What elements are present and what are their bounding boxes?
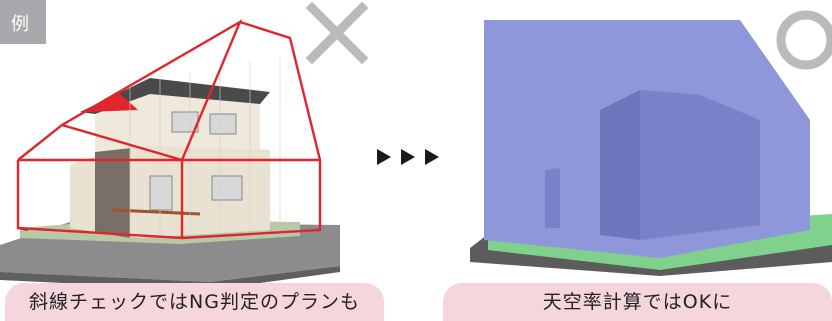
house-roof	[80, 78, 270, 114]
example-tag: 例	[0, 0, 46, 44]
window	[149, 175, 173, 211]
violation-area	[86, 92, 138, 112]
arrow-icon	[377, 149, 391, 165]
arrow-icon	[401, 149, 415, 165]
slant-line-envelope	[16, 19, 322, 240]
circle-icon	[776, 10, 832, 70]
arrows-icon	[377, 149, 439, 165]
window	[211, 175, 243, 201]
right-caption: 天空率計算ではOKに	[443, 283, 832, 321]
sky-volume-side	[600, 90, 640, 240]
sky-volume-shadow	[640, 90, 760, 240]
sky-volume-step	[545, 168, 560, 228]
volume-grid	[129, 58, 281, 238]
cross-icon	[305, 1, 369, 65]
left-caption: 斜線チェックではNG判定のプランも	[5, 283, 384, 321]
deck-rail	[111, 208, 201, 216]
arrow-icon	[425, 149, 439, 165]
window	[209, 113, 237, 135]
example-label: 例	[11, 14, 29, 35]
